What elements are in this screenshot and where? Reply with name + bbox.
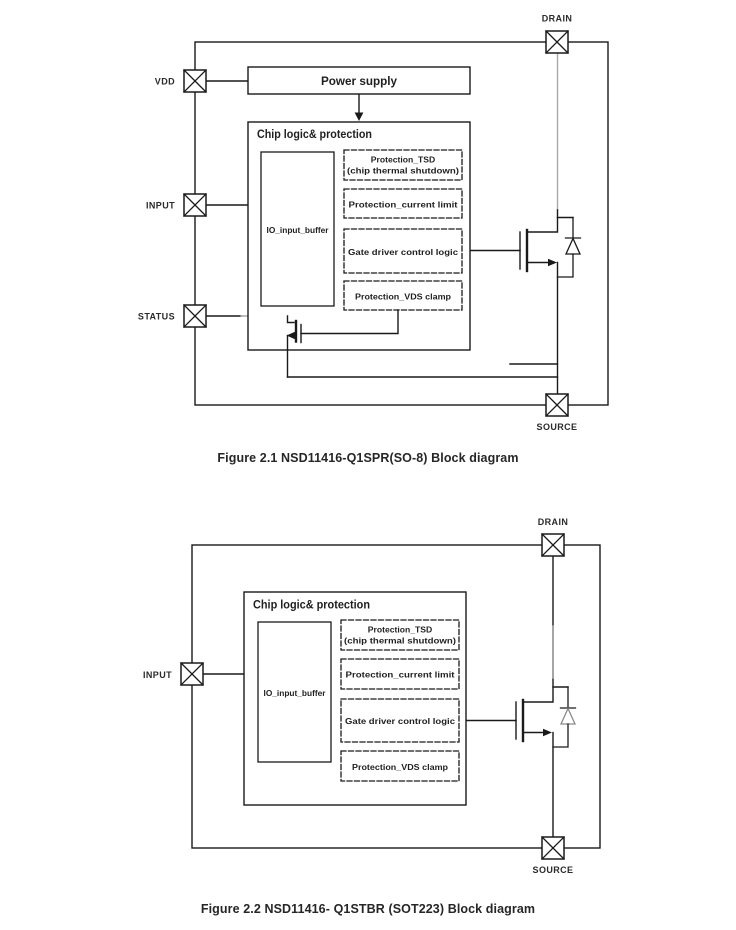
drain-pin-label: DRAIN	[542, 14, 573, 24]
status-fet-gate-wire	[300, 309, 399, 335]
protection-blocks	[343, 149, 463, 311]
protection-vds-clamp-label: Protection_VDS clamp	[355, 292, 451, 302]
pin-cross-icon	[183, 193, 207, 217]
power-supply-label: Power supply	[321, 76, 398, 88]
pin-drain	[545, 30, 569, 54]
body-diode-symbol	[552, 686, 577, 748]
io-input-buffer-box	[260, 151, 335, 307]
source-pin-label: SOURCE	[533, 865, 574, 875]
io-input-buffer-label: IO_input_buffer	[264, 688, 327, 698]
outer-boundary	[194, 41, 609, 406]
pin-drain	[541, 533, 565, 557]
gate-driver-label: Gate driver control logic	[345, 716, 455, 726]
protection-tsd-box	[343, 149, 463, 181]
protection-tsd-label-1: Protection_TSD	[371, 155, 435, 165]
protection-vds-clamp-box	[343, 280, 463, 311]
pin-cross-icon	[183, 304, 207, 328]
input-pin-label: INPUT	[143, 670, 172, 680]
gate-driver-box	[343, 228, 463, 274]
protection-current-limit-box	[340, 658, 460, 690]
protection-current-limit-label: Protection_current limit	[346, 670, 455, 680]
chip-logic-title: Chip logic& protection	[257, 129, 372, 141]
io-input-buffer-label: IO_input_buffer	[267, 225, 330, 235]
pin-source	[545, 393, 569, 417]
protection-tsd-label-2: (chip thermal shutdown)	[344, 636, 456, 646]
pin-cross-icon	[183, 69, 207, 93]
pin-cross-icon	[541, 836, 565, 860]
arrow-right-icon	[543, 728, 552, 737]
figure-caption-sot223: Figure 2.2 NSD11416- Q1STBR (SOT223) Blo…	[200, 902, 536, 916]
power-supply-box	[247, 66, 471, 95]
pin-terminals	[180, 533, 565, 860]
pin-input	[180, 662, 204, 686]
input-pin-label: INPUT	[146, 201, 175, 211]
protection-vds-clamp-label: Protection_VDS clamp	[352, 762, 448, 772]
protection-current-limit-label: Protection_current limit	[349, 200, 458, 210]
pin-cross-icon	[545, 30, 569, 54]
diode-triangle-icon	[564, 236, 582, 255]
status-transistor-symbol	[286, 309, 399, 378]
arrow-right-icon	[548, 258, 557, 267]
outer-boundary	[191, 544, 601, 849]
protection-vds-clamp-box	[340, 750, 460, 782]
pin-input	[183, 193, 207, 217]
pin-source	[541, 836, 565, 860]
pin-status	[183, 304, 207, 328]
io-input-buffer-box	[257, 621, 332, 763]
drain-pin-label: DRAIN	[538, 517, 569, 527]
chip-logic-title: Chip logic& protection	[253, 600, 370, 612]
protection-blocks	[340, 619, 460, 782]
arrow-left-icon	[286, 331, 295, 340]
status-pin-label: STATUS	[138, 312, 175, 322]
protection-tsd-box	[340, 619, 460, 651]
source-pin-label: SOURCE	[537, 422, 578, 432]
protection-tsd-label-1: Protection_TSD	[368, 625, 432, 635]
gate-driver-box	[340, 698, 460, 743]
pin-cross-icon	[180, 662, 204, 686]
mosfet-symbol	[515, 555, 569, 838]
gate-driver-label: Gate driver control logic	[348, 247, 458, 257]
mosfet-drain-wire	[527, 209, 559, 233]
mosfet-drain-wire	[523, 555, 554, 703]
pin-vdd	[183, 69, 207, 93]
diagram-sot223: Chip logic& protection IO_input_buffer P…	[143, 517, 601, 875]
arrow-down-icon	[354, 112, 364, 121]
pin-cross-icon	[545, 393, 569, 417]
pin-cross-icon	[541, 533, 565, 557]
vdd-pin-label: VDD	[155, 77, 175, 87]
figure-caption-so8: Figure 2.1 NSD11416-Q1SPR(SO-8) Block di…	[217, 451, 519, 465]
diagram-so8: Power supply Chip logic& protection IO_i…	[138, 14, 609, 432]
body-diode-symbol	[556, 216, 582, 278]
diode-triangle-icon	[559, 706, 577, 725]
protection-current-limit-box	[343, 188, 463, 219]
pin-terminals	[183, 30, 569, 417]
mosfet-symbol	[519, 209, 574, 395]
protection-tsd-label-2: (chip thermal shutdown)	[347, 166, 459, 176]
